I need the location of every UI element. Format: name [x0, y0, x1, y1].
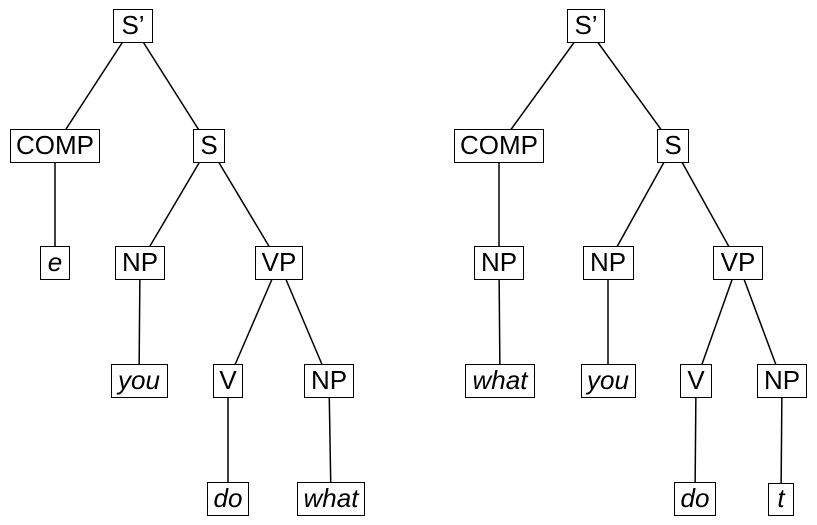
tree-node-label: COMP	[460, 130, 538, 160]
tree-node-right-tree-s: S	[657, 129, 689, 163]
tree-edge-left-tree-vp-np-obj	[278, 262, 330, 382]
tree-edge-right-tree-vp-v	[695, 262, 739, 382]
tree-node-label: what	[472, 365, 528, 395]
tree-node-left-tree-comp: COMP	[10, 129, 100, 163]
tree-edge-right-tree-s-np-subj	[607, 145, 674, 264]
tree-node-right-tree-you: you	[580, 364, 636, 398]
tree-edge-left-tree-vp-v	[227, 262, 280, 382]
tree-node-label: COMP	[16, 130, 94, 160]
tree-node-right-tree-sp: S’	[567, 9, 605, 43]
tree-node-right-tree-what: what	[465, 364, 535, 398]
tree-node-left-tree-e: e	[40, 246, 70, 280]
tree-node-label: NP	[310, 365, 348, 395]
tree-node-left-tree-np-obj: NP	[304, 364, 354, 398]
tree-node-left-tree-s: S	[193, 129, 225, 163]
tree-node-left-tree-np-subj: NP	[115, 246, 165, 280]
tree-node-label: do	[680, 483, 710, 513]
tree-node-label: e	[47, 247, 63, 277]
tree-edge-right-tree-s-vp	[672, 145, 739, 264]
tree-node-label: VP	[261, 247, 297, 277]
tree-node-label: what	[303, 483, 359, 513]
tree-node-label: NP	[121, 247, 159, 277]
tree-edge-left-tree-sp-s	[132, 25, 210, 147]
tree-edge-left-tree-np-subj-you	[138, 262, 141, 382]
tree-node-left-tree-v: V	[213, 364, 243, 398]
tree-node-left-tree-do: do	[207, 482, 249, 516]
tree-node-label: NP	[589, 247, 627, 277]
tree-edge-right-tree-vp-np-obj	[737, 262, 783, 382]
tree-edge-right-tree-sp-comp	[498, 25, 587, 147]
tree-node-label: do	[213, 483, 243, 513]
tree-node-left-tree-sp: S’	[113, 9, 153, 43]
tree-node-right-tree-comp: COMP	[454, 129, 544, 163]
tree-node-label: S	[200, 130, 218, 160]
tree-node-right-tree-np-comp: NP	[474, 246, 524, 280]
tree-node-label: NP	[480, 247, 518, 277]
tree-edge-left-tree-sp-comp	[54, 25, 134, 147]
tree-edge-left-tree-s-np-subj	[139, 145, 210, 264]
tree-node-right-tree-v: V	[680, 364, 712, 398]
tree-node-label: you	[587, 365, 629, 395]
tree-node-label: S	[664, 130, 682, 160]
tree-node-label: S’	[121, 10, 145, 40]
tree-node-label: S’	[574, 10, 598, 40]
tree-node-label: you	[118, 365, 160, 395]
tree-edge-right-tree-np-comp-what	[498, 262, 501, 382]
tree-node-left-tree-vp: VP	[255, 246, 303, 280]
tree-node-label: VP	[720, 247, 756, 277]
tree-edge-right-tree-sp-s	[585, 25, 674, 147]
tree-node-right-tree-np-obj: NP	[757, 364, 807, 398]
tree-edge-right-tree-np-obj-t	[780, 380, 783, 500]
tree-edge-right-tree-v-do	[694, 380, 697, 500]
tree-node-label: V	[687, 365, 705, 395]
tree-node-left-tree-you: you	[110, 364, 168, 398]
tree-node-right-tree-do: do	[674, 482, 716, 516]
tree-node-right-tree-vp: VP	[713, 246, 763, 280]
tree-edge-left-tree-np-obj-what	[328, 380, 332, 500]
tree-node-label: t	[777, 483, 785, 513]
tree-node-label: NP	[763, 365, 801, 395]
tree-node-right-tree-np-subj: NP	[582, 246, 634, 280]
tree-node-label: V	[219, 365, 237, 395]
tree-node-right-tree-t: t	[768, 482, 794, 516]
tree-edge-left-tree-s-vp	[208, 145, 280, 264]
tree-node-left-tree-what: what	[297, 482, 365, 516]
